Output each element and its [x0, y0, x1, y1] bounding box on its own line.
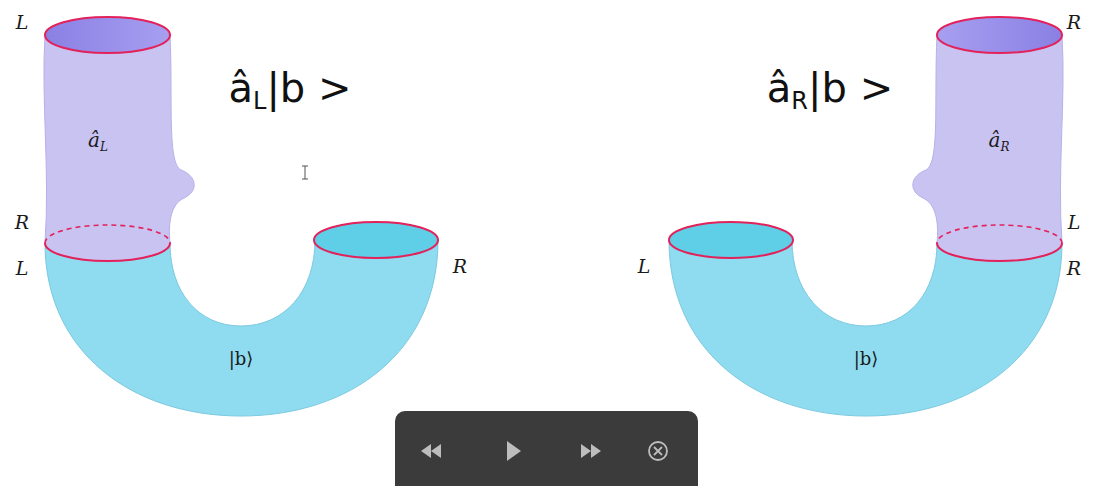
- state-label: |b⟩: [229, 348, 254, 369]
- end-label: R: [1067, 257, 1081, 279]
- text-cursor: [302, 166, 308, 179]
- end-label: L: [16, 11, 29, 33]
- end-label: R: [1067, 11, 1081, 33]
- end-label: R: [453, 255, 467, 277]
- right-figure: [669, 17, 1063, 416]
- formula-title: âL|b >: [229, 65, 352, 111]
- operator-label: âL: [88, 128, 108, 152]
- operator-cylinder: âR: [937, 17, 1063, 261]
- end-label: L: [16, 257, 29, 279]
- operator-label: âR: [989, 128, 1010, 152]
- end-label: L: [1068, 211, 1081, 233]
- end-label: R: [15, 211, 29, 233]
- end-label: L: [638, 255, 651, 277]
- operator-cylinder: âL: [45, 17, 171, 261]
- state-label: |b⟩: [854, 348, 879, 369]
- state-tube: |b⟩: [668, 222, 1062, 417]
- state-tube: |b⟩: [45, 222, 439, 417]
- formula-title: âR|b >: [767, 65, 893, 111]
- left-figure: [44, 17, 438, 416]
- video-controls: [395, 411, 698, 486]
